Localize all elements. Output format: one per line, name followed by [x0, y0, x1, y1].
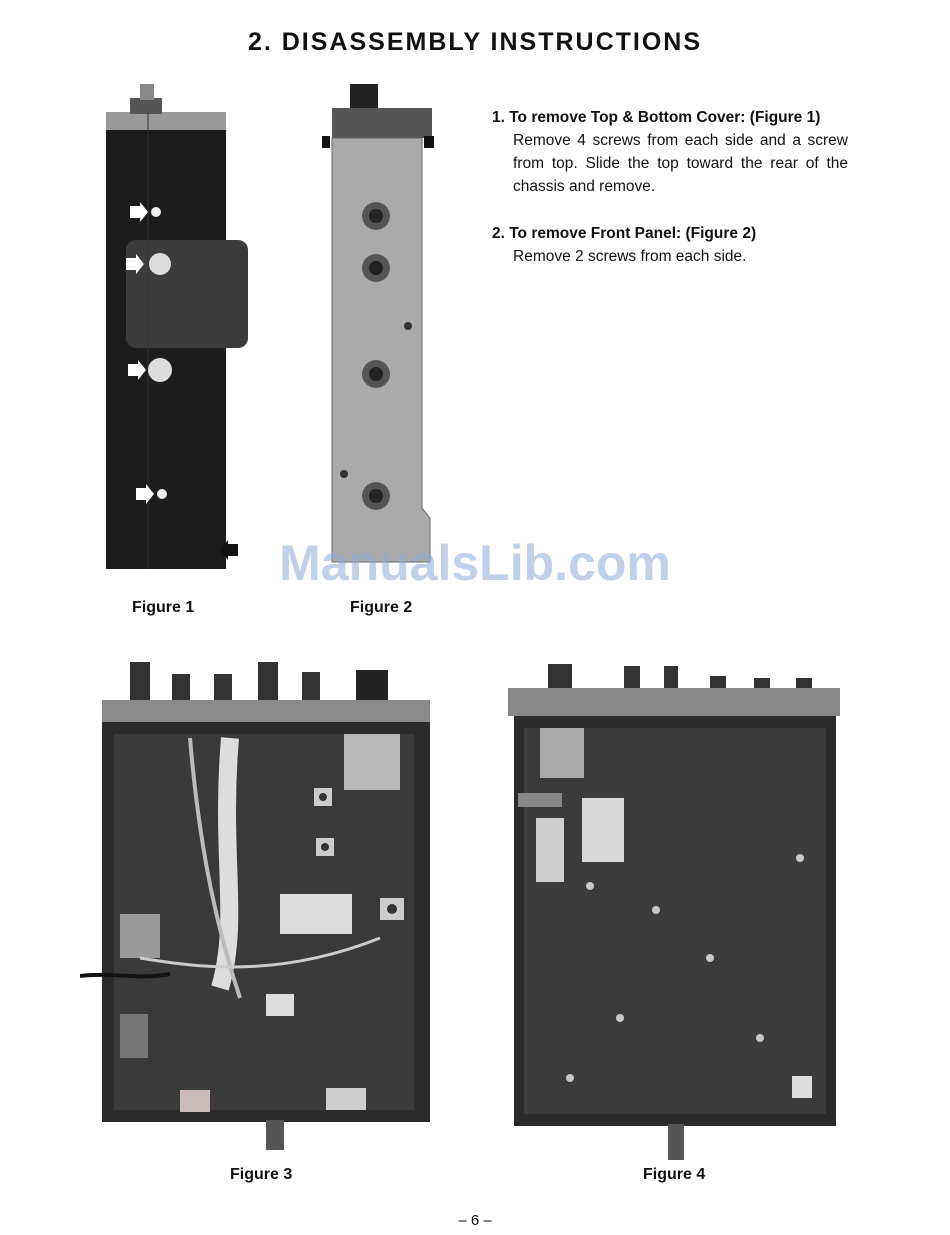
instruction-1: 1. To remove Top & Bottom Cover: (Figure… — [492, 106, 848, 198]
instruction-1-heading: 1. To remove Top & Bottom Cover: (Figure… — [492, 109, 821, 126]
figure-4-caption: Figure 4 — [643, 1166, 706, 1183]
figure-1-photo — [106, 84, 248, 569]
page-number: – 6 – — [458, 1212, 492, 1229]
figure-3-caption: Figure 3 — [230, 1166, 293, 1183]
instruction-2: 2. To remove Front Panel: (Figure 2) Rem… — [492, 222, 848, 268]
page-title: 2. DISASSEMBLY INSTRUCTIONS — [247, 28, 703, 56]
figure-2-caption: Figure 2 — [350, 599, 413, 616]
figure-4-photo — [508, 664, 840, 1160]
figure-2-photo — [322, 84, 434, 563]
figure-1-caption: Figure 1 — [132, 599, 195, 616]
instruction-2-heading: 2. To remove Front Panel: (Figure 2) — [492, 225, 757, 242]
instruction-1-body: Remove 4 screws from each side and a scr… — [513, 132, 848, 195]
instructions: 1. To remove Top & Bottom Cover: (Figure… — [492, 106, 848, 292]
instruction-2-body: Remove 2 screws from each side. — [513, 248, 747, 265]
watermark-logo: ManualsLib.com — [279, 535, 671, 591]
figure-3-photo — [80, 662, 430, 1150]
